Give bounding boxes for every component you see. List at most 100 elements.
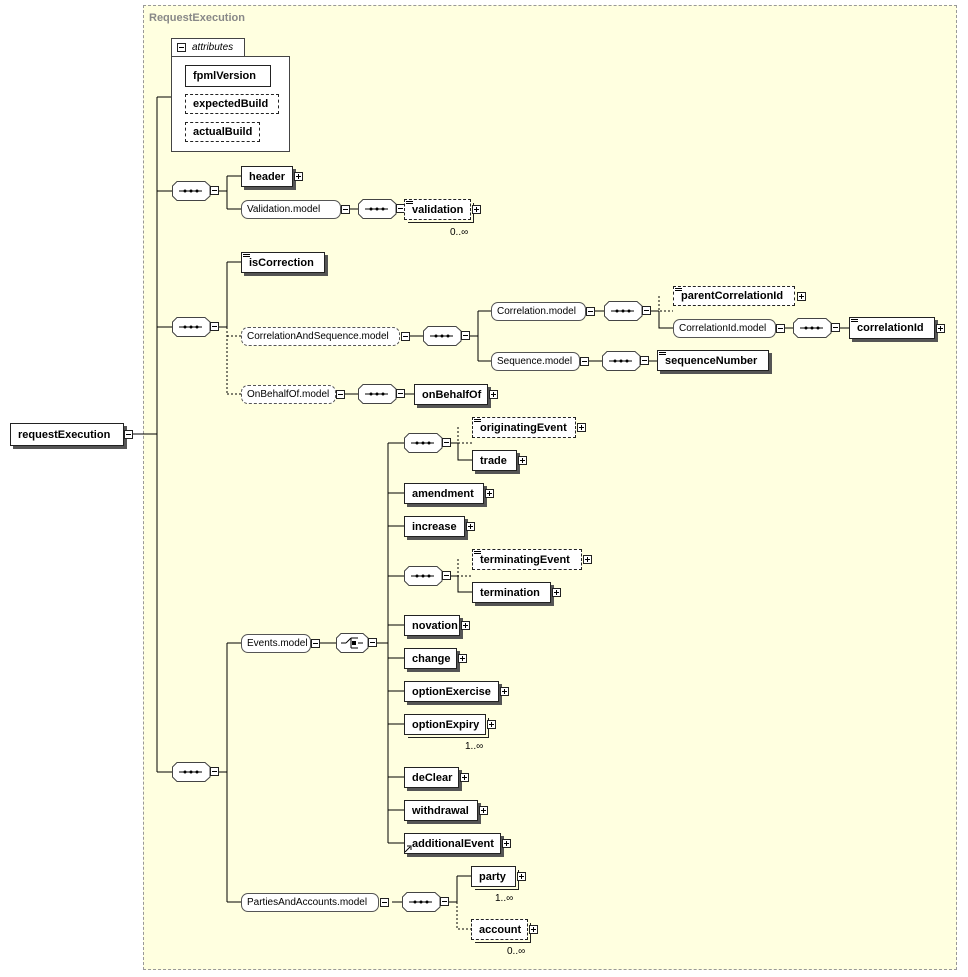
attribute-expectedbuild[interactable]: expectedBuild xyxy=(185,94,279,114)
onbehalfof-expand-icon[interactable] xyxy=(489,390,498,399)
terminatingevent-expand-icon[interactable] xyxy=(583,555,592,564)
withdrawal-expand-icon[interactable] xyxy=(479,806,488,815)
model-events[interactable]: Events.model xyxy=(241,634,311,653)
additionalevent-expand-icon[interactable] xyxy=(502,839,511,848)
root-element-label: requestExecution xyxy=(18,428,111,441)
element-label: deClear xyxy=(412,771,453,784)
model-label: OnBehalfOf.model xyxy=(247,389,330,400)
element-onbehalfof[interactable]: onBehalfOf xyxy=(414,384,488,405)
element-change[interactable]: change xyxy=(404,648,457,669)
model-correlation-and-sequence[interactable]: CorrelationAndSequence.model xyxy=(241,327,400,346)
optionexpiry-expand-icon[interactable] xyxy=(487,720,496,729)
model-label: CorrelationId.model xyxy=(679,323,767,334)
element-optionexercise[interactable]: optionExercise xyxy=(404,681,499,702)
sequence-model-collapse-icon[interactable] xyxy=(580,357,589,366)
sequence-compositor-1 xyxy=(172,181,219,201)
parentcorrelationid-expand-icon[interactable] xyxy=(797,292,806,301)
element-declear[interactable]: deClear xyxy=(404,767,459,788)
attribute-actualbuild[interactable]: actualBuild xyxy=(185,122,260,142)
documentation-icon xyxy=(851,319,858,324)
element-account[interactable]: account xyxy=(471,919,531,943)
element-validation[interactable]: validation xyxy=(404,199,474,223)
complex-type-title: RequestExecution xyxy=(149,12,245,24)
root-element-box[interactable]: requestExecution xyxy=(10,423,124,446)
party-cardinality: 1..∞ xyxy=(495,893,514,904)
party-expand-icon[interactable] xyxy=(517,872,526,881)
element-originatingevent[interactable]: originatingEvent xyxy=(472,417,576,438)
element-parentcorrelationid[interactable]: parentCorrelationId xyxy=(673,286,795,306)
element-label: withdrawal xyxy=(412,804,469,817)
validation-expand-icon[interactable] xyxy=(472,205,481,214)
root-collapse-icon[interactable] xyxy=(124,430,133,439)
onbehalfof-model-collapse-icon[interactable] xyxy=(336,390,345,399)
element-label: novation xyxy=(412,619,458,632)
element-amendment[interactable]: amendment xyxy=(404,483,484,504)
documentation-icon xyxy=(675,288,682,293)
header-expand-icon[interactable] xyxy=(294,172,303,181)
termination-expand-icon[interactable] xyxy=(552,588,561,597)
element-increase[interactable]: increase xyxy=(404,516,465,537)
correlationid-expand-icon[interactable] xyxy=(936,324,945,333)
sequence-compositor-parties xyxy=(402,892,449,912)
attributes-label: attributes xyxy=(192,42,234,53)
element-label: isCorrection xyxy=(249,256,314,269)
events-model-collapse-icon[interactable] xyxy=(311,639,320,648)
correlation-model-collapse-icon[interactable] xyxy=(586,307,595,316)
element-label: originatingEvent xyxy=(480,421,567,434)
amendment-expand-icon[interactable] xyxy=(485,489,494,498)
element-label: terminatingEvent xyxy=(480,553,570,566)
element-terminatingevent[interactable]: terminatingEvent xyxy=(472,549,582,570)
sequence-compositor-3 xyxy=(172,762,219,782)
originatingevent-expand-icon[interactable] xyxy=(577,423,586,432)
sequence-compositor-terminating xyxy=(404,566,451,586)
attributes-tab[interactable]: attributes xyxy=(171,38,245,57)
element-correlationid[interactable]: correlationId xyxy=(849,317,935,339)
parties-model-collapse-icon[interactable] xyxy=(380,898,389,907)
element-header[interactable]: header xyxy=(241,166,293,187)
element-label: header xyxy=(249,170,286,183)
element-iscorrection[interactable]: isCorrection xyxy=(241,252,325,273)
model-label: Correlation.model xyxy=(497,306,576,317)
change-expand-icon[interactable] xyxy=(458,654,467,663)
model-validation[interactable]: Validation.model xyxy=(241,200,341,219)
element-label: amendment xyxy=(412,487,474,500)
element-novation[interactable]: novation xyxy=(404,615,460,636)
trade-expand-icon[interactable] xyxy=(518,456,527,465)
optionexercise-expand-icon[interactable] xyxy=(500,687,509,696)
attributes-collapse-icon[interactable] xyxy=(177,43,186,52)
element-optionexpiry[interactable]: optionExpiry xyxy=(404,714,489,738)
sequence-compositor-sequence xyxy=(602,351,649,371)
attribute-fpmlversion[interactable]: fpmlVersion xyxy=(185,65,271,87)
model-label: CorrelationAndSequence.model xyxy=(247,331,389,342)
correlationid-model-collapse-icon[interactable] xyxy=(776,324,785,333)
model-correlation[interactable]: Correlation.model xyxy=(491,302,586,321)
optionexpiry-cardinality: 1..∞ xyxy=(465,741,484,752)
element-label: parentCorrelationId xyxy=(681,290,784,302)
sequence-compositor-correlation xyxy=(604,301,651,321)
model-correlation-id[interactable]: CorrelationId.model xyxy=(673,319,776,338)
element-additionalevent[interactable]: additionalEvent xyxy=(404,833,501,854)
increase-expand-icon[interactable] xyxy=(466,522,475,531)
model-sequence[interactable]: Sequence.model xyxy=(491,352,580,371)
element-party[interactable]: party xyxy=(471,866,519,890)
element-termination[interactable]: termination xyxy=(472,582,551,603)
attribute-label: fpmlVersion xyxy=(193,70,256,82)
documentation-icon xyxy=(243,254,250,259)
declear-expand-icon[interactable] xyxy=(460,773,469,782)
element-trade[interactable]: trade xyxy=(472,450,517,471)
element-withdrawal[interactable]: withdrawal xyxy=(404,800,478,821)
element-sequencenumber[interactable]: sequenceNumber xyxy=(657,350,769,371)
novation-expand-icon[interactable] xyxy=(461,621,470,630)
account-expand-icon[interactable] xyxy=(529,925,538,934)
correlation-and-sequence-collapse-icon[interactable] xyxy=(401,332,410,341)
model-on-behalf-of[interactable]: OnBehalfOf.model xyxy=(241,385,336,404)
model-parties-and-accounts[interactable]: PartiesAndAccounts.model xyxy=(241,893,379,912)
element-label: sequenceNumber xyxy=(665,354,758,367)
element-label: onBehalfOf xyxy=(422,388,482,401)
element-label: correlationId xyxy=(857,322,924,334)
validation-model-collapse-icon[interactable] xyxy=(341,205,350,214)
model-label: Sequence.model xyxy=(497,356,573,367)
complex-type-frame xyxy=(143,5,957,970)
